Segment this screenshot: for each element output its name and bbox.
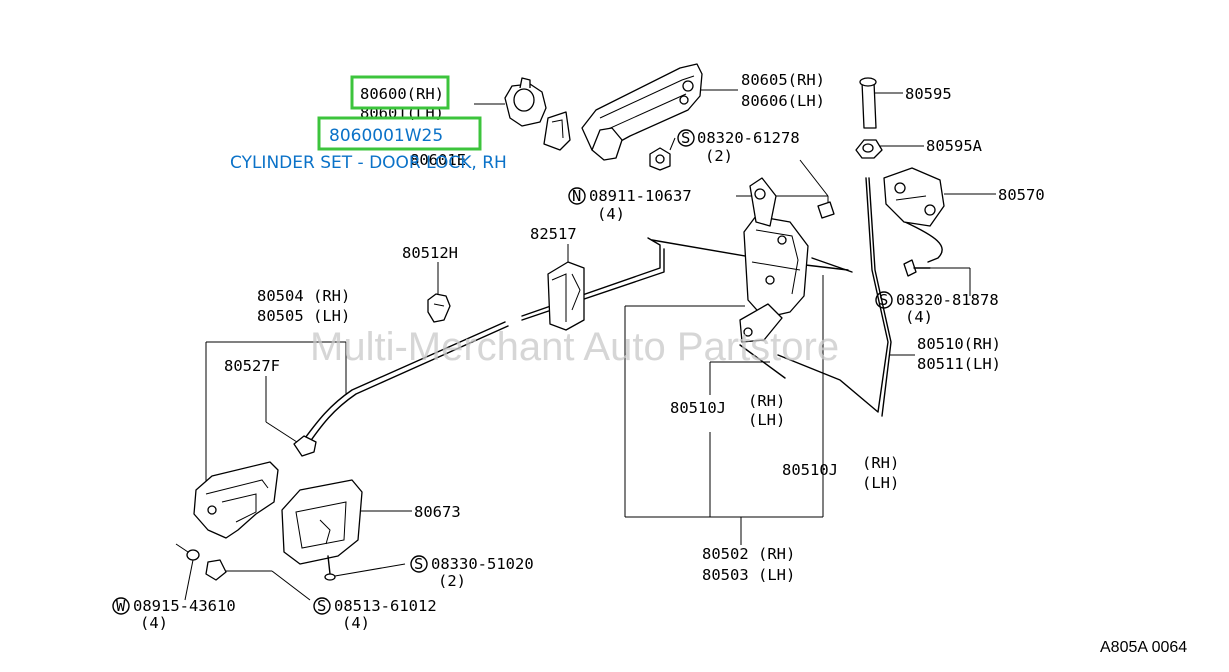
symbol-s-1: S (681, 129, 690, 147)
label-80511[interactable]: 80511(LH) (917, 355, 1001, 373)
rod-clip-part-icon[interactable] (427, 293, 451, 323)
qty-08330: (2) (438, 572, 466, 590)
spec-symbols (112, 129, 893, 615)
qty-08320-61278: (2) (705, 147, 733, 165)
door-lock-assembly-part-icon[interactable] (739, 177, 809, 343)
label-80595a[interactable]: 80595A (926, 137, 983, 155)
lock-knob-part-icon[interactable] (859, 77, 877, 129)
label-80504[interactable]: 80504 (RH) (257, 287, 350, 305)
label-80505[interactable]: 80505 (LH) (257, 307, 350, 325)
label-80600[interactable]: 80600(RH) (360, 85, 444, 103)
leader-lines (184, 89, 996, 601)
selected-part-box (350, 75, 450, 110)
label-80527f[interactable]: 80527F (224, 357, 280, 375)
label-08320-61278[interactable]: 08320-61278 (697, 129, 800, 147)
watermark: Multi-Merchant Auto Partstore (310, 325, 839, 369)
symbol-w: W (116, 597, 126, 615)
label-80605[interactable]: 80605(RH) (741, 71, 825, 89)
label-80512h[interactable]: 80512H (402, 244, 458, 262)
label-08915-43610[interactable]: 08915-43610 (133, 597, 236, 615)
handle-clip-part-icon[interactable] (293, 435, 317, 457)
part-number-box (317, 116, 482, 151)
label-80510-rh[interactable]: 80510(RH) (917, 335, 1001, 353)
spec-symbol-letters: S N S S W S (116, 129, 888, 615)
rh-80510j-a: (RH) (748, 392, 785, 410)
label-80503[interactable]: 80503 (LH) (702, 566, 795, 584)
inside-handle-part-icon[interactable] (193, 461, 279, 539)
label-08320-81878[interactable]: 08320-81878 (896, 291, 999, 309)
label-80510j-b[interactable]: 80510J (782, 461, 838, 479)
symbol-s-3: S (414, 555, 423, 573)
handle-screw-part-icon[interactable] (205, 559, 227, 581)
striker-part-icon[interactable] (883, 167, 945, 227)
qty-08915: (4) (140, 614, 168, 632)
label-80601e[interactable]: 80601E (410, 151, 466, 169)
symbol-s-4: S (317, 597, 326, 615)
label-82517[interactable]: 82517 (530, 225, 577, 243)
label-80502[interactable]: 80502 (RH) (702, 545, 795, 563)
label-80595[interactable]: 80595 (905, 85, 952, 103)
pad-part-icon[interactable] (547, 261, 585, 331)
label-08513-61012[interactable]: 08513-61012 (334, 597, 437, 615)
cylinder-part-icon[interactable] (504, 77, 547, 127)
clip-part-icon[interactable] (543, 111, 571, 151)
nut-part-icon[interactable] (649, 147, 671, 171)
escutcheon-screw-part-icon[interactable] (324, 555, 336, 581)
part-description-link[interactable]: CYLINDER SET - DOOR LOCK, RH (230, 153, 507, 173)
symbol-s-2: S (879, 291, 888, 309)
qty-08911: (4) (597, 205, 625, 223)
lh-80510j-a: (LH) (748, 411, 785, 429)
part-number-link[interactable]: 8060001W25 (329, 126, 443, 146)
label-80673[interactable]: 80673 (414, 503, 461, 521)
label-80570[interactable]: 80570 (998, 186, 1045, 204)
screw-part-icon[interactable] (903, 259, 931, 277)
lh-80510j-b: (LH) (862, 474, 899, 492)
label-80510j-a[interactable]: 80510J (670, 399, 726, 417)
grommet-part-icon[interactable] (855, 139, 883, 159)
qty-08320-81878: (4) (905, 308, 933, 326)
selection-highlight: 8060001W25 CYLINDER SET - DOOR LOCK, RH (230, 75, 507, 173)
label-08911-10637[interactable]: 08911-10637 (589, 187, 692, 205)
catalog-id: A805A 0064 (1100, 639, 1187, 656)
lock-screw-part-icon[interactable] (817, 201, 835, 219)
washer-part-icon[interactable] (175, 543, 200, 561)
symbol-n: N (572, 187, 581, 205)
rh-80510j-b: (RH) (862, 454, 899, 472)
outside-handle-part-icon[interactable] (581, 63, 703, 161)
label-80606[interactable]: 80606(LH) (741, 92, 825, 110)
qty-08513: (4) (342, 614, 370, 632)
label-08330-51020[interactable]: 08330-51020 (431, 555, 534, 573)
escutcheon-part-icon[interactable] (281, 479, 363, 565)
